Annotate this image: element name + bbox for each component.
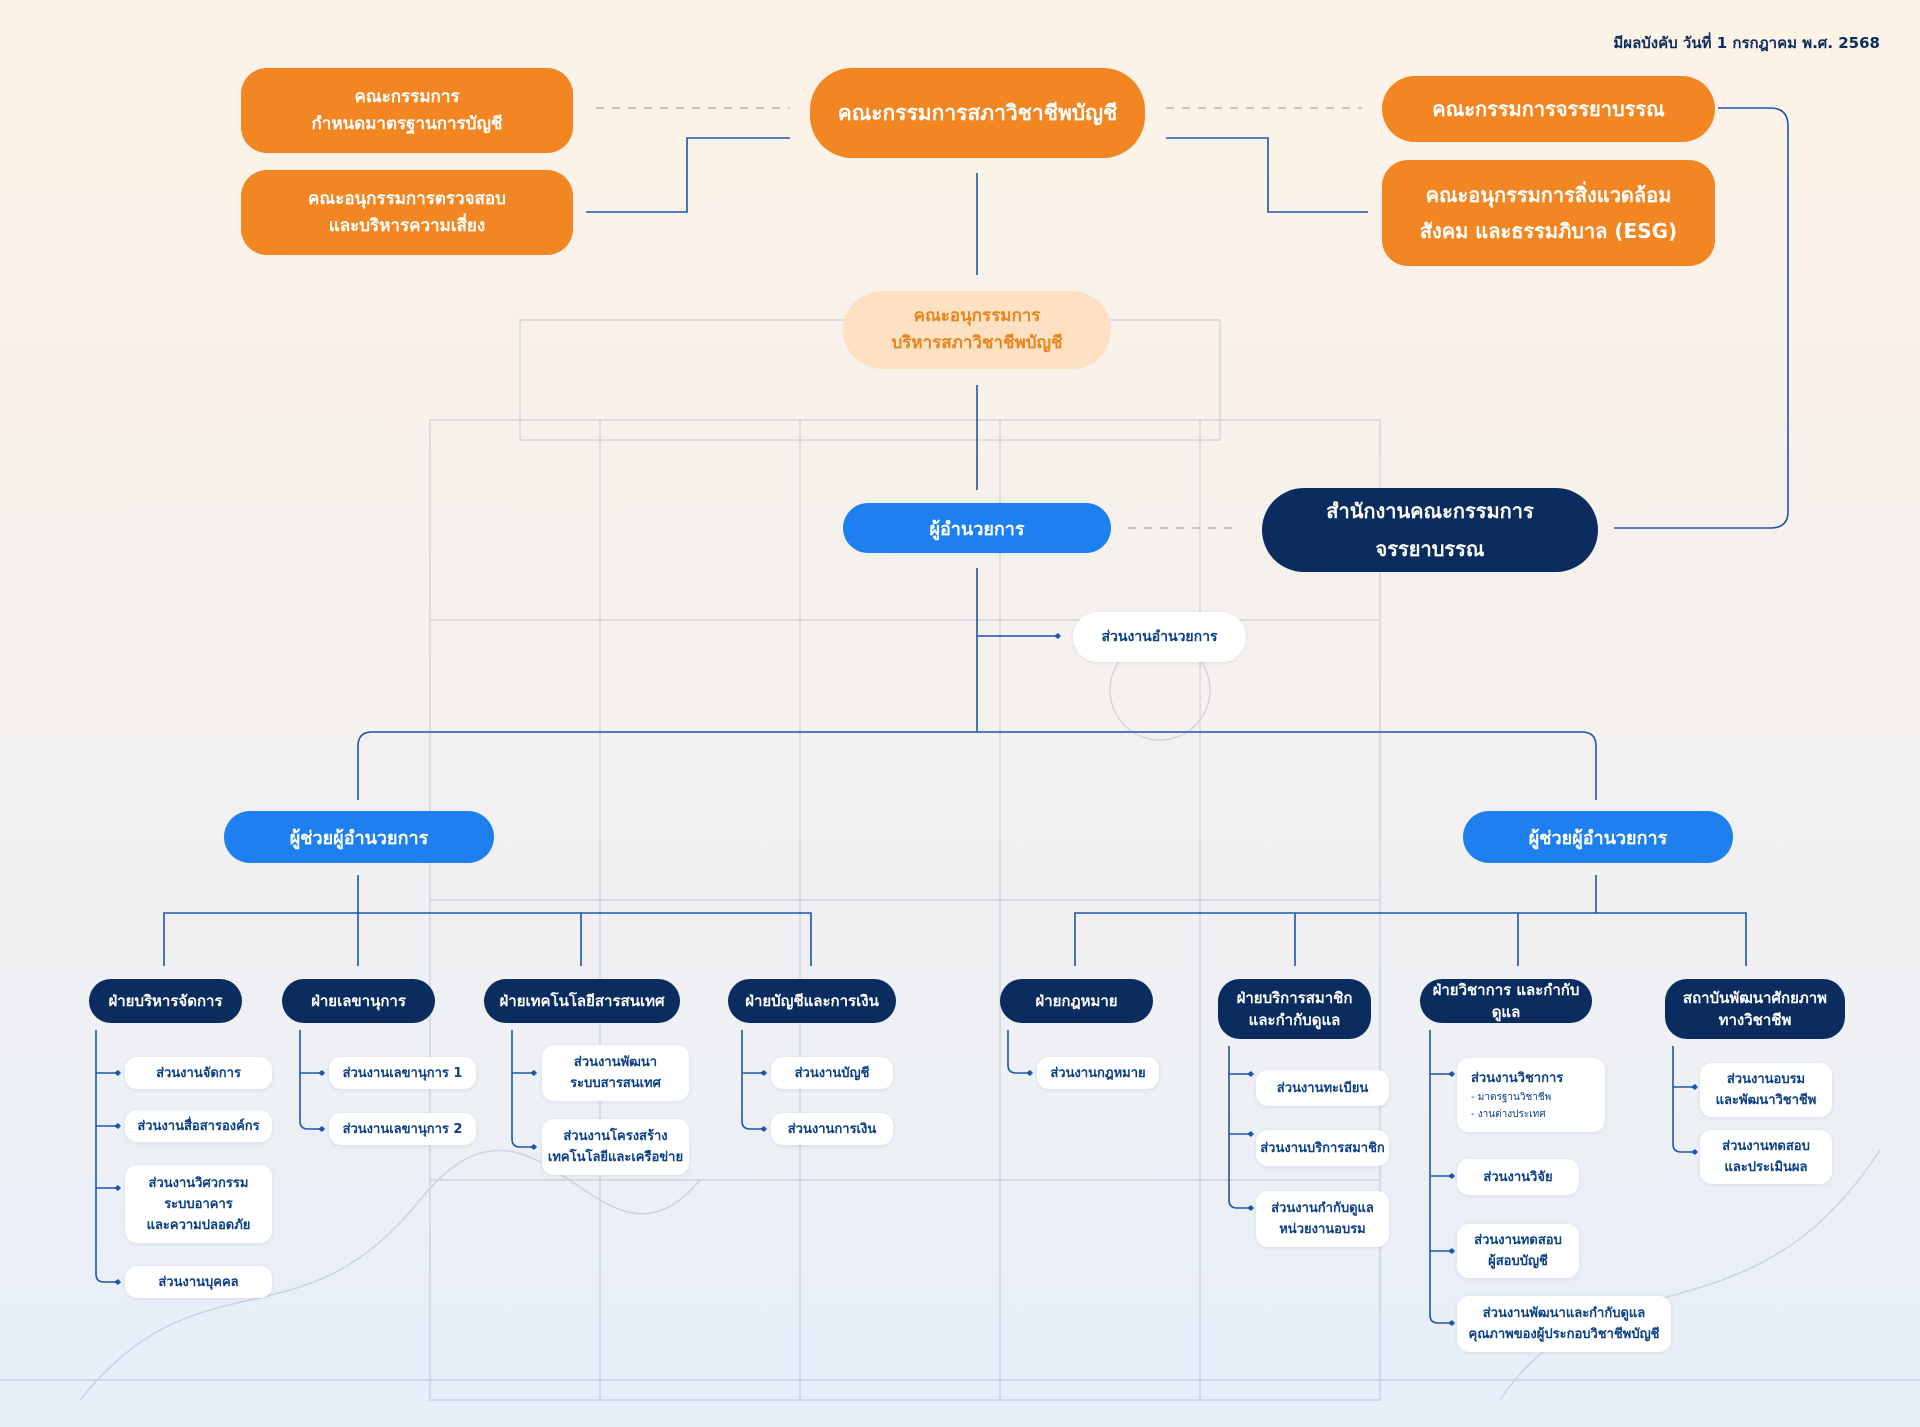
unit-management[interactable]: ส่วนงานจัดการ (125, 1057, 272, 1089)
connector-line-13 (1074, 912, 1747, 966)
connector-arrowhead (1054, 633, 1061, 639)
connector-line-0 (586, 137, 790, 213)
connector-arrowhead (1691, 1084, 1698, 1090)
dept-academic[interactable]: ฝ่ายวิชาการ และกำกับดูแล (1420, 979, 1592, 1023)
connector-arrowhead (760, 1070, 767, 1076)
connector-line-20 (299, 1030, 320, 1130)
connector-arrowhead (114, 1279, 121, 1285)
unit-accounting[interactable]: ส่วนงานบัญชี (771, 1057, 893, 1089)
assistant-director-left[interactable]: ผู้ช่วยผู้อำนวยการ (224, 811, 494, 863)
unit-human-resources[interactable]: ส่วนงานบุคคล (125, 1266, 272, 1298)
dept-professional-development-institute[interactable]: สถาบันพัฒนาศักยภาพ ทางวิชาชีพ (1665, 979, 1845, 1039)
connector-arrowhead (530, 1070, 537, 1076)
unit-academic-label: ส่วนงานวิชาการ (1471, 1070, 1564, 1086)
unit-auditor-examination[interactable]: ส่วนงานทดสอบ ผู้สอบบัญชี (1457, 1224, 1579, 1278)
dept-secretariat[interactable]: ฝ่ายเลขานุการ (282, 979, 435, 1023)
connector-line-2 (1614, 107, 1789, 529)
unit-training-development[interactable]: ส่วนงานอบรม และพัฒนาวิชาชีพ (1700, 1063, 1832, 1117)
connector-line-1 (1166, 137, 1368, 213)
connector-line-16 (95, 1030, 116, 1283)
connector-line-7 (357, 731, 1597, 800)
connector-arrowhead (1247, 1071, 1254, 1077)
connector-line-24 (741, 1030, 762, 1130)
connector-line-30 (1429, 1030, 1450, 1324)
unit-registration[interactable]: ส่วนงานทะเบียน (1256, 1070, 1389, 1106)
unit-building-engineering-safety[interactable]: ส่วนงานวิศวกรรม ระบบอาคาร และความปลอดภัย (125, 1165, 272, 1243)
connector-arrowhead (1448, 1071, 1455, 1077)
dept-legal[interactable]: ฝ่ายกฎหมาย (1000, 979, 1153, 1023)
dept-information-technology[interactable]: ฝ่ายเทคโนโลยีสารสนเทศ (484, 979, 680, 1023)
unit-member-services[interactable]: ส่วนงานบริการสมาชิก (1256, 1130, 1389, 1166)
connector-line-26 (1007, 1030, 1028, 1074)
connector-arrowhead (1448, 1248, 1455, 1254)
committee-management[interactable]: คณะอนุกรรมการ บริหารสภาวิชาชีพบัญชี (843, 291, 1111, 369)
connector-line-34 (1672, 1046, 1693, 1153)
unit-information-systems-development[interactable]: ส่วนงานพัฒนา ระบบสารสนเทศ (542, 1045, 689, 1101)
connector-line-27 (1228, 1046, 1249, 1209)
unit-professional-quality-supervision[interactable]: ส่วนงานพัฒนาและกำกับดูแล คุณภาพของผู้ประ… (1457, 1296, 1671, 1352)
connector-arrowhead (114, 1123, 121, 1129)
connector-arrowhead (318, 1126, 325, 1132)
connector-arrowhead (530, 1144, 537, 1150)
committee-audit-risk[interactable]: คณะอนุกรรมการตรวจสอบ และบริหารความเสี่ยง (241, 170, 573, 255)
unit-secretariat-2[interactable]: ส่วนงานเลขานุการ 2 (329, 1113, 476, 1145)
unit-corporate-communication[interactable]: ส่วนงานสื่อสารองค์กร (125, 1110, 272, 1142)
unit-legal[interactable]: ส่วนงานกฎหมาย (1037, 1057, 1159, 1089)
unit-academic[interactable]: ส่วนงานวิชาการ - มาตรฐานวิชาชีพ - งานต่า… (1457, 1058, 1605, 1132)
committee-esg[interactable]: คณะอนุกรรมการสิ่งแวดล้อม สังคม และธรรมภิ… (1382, 160, 1715, 266)
dept-member-services[interactable]: ฝ่ายบริการสมาชิก และกำกับดูแล (1218, 979, 1371, 1039)
committee-ethics[interactable]: คณะกรรมการจรรยาบรรณ (1382, 76, 1715, 142)
connector-arrowhead (1247, 1205, 1254, 1211)
connector-arrowhead (1691, 1149, 1698, 1155)
dept-admin-management[interactable]: ฝ่ายบริหารจัดการ (89, 979, 242, 1023)
committee-council[interactable]: คณะกรรมการสภาวิชาชีพบัญชี (810, 68, 1145, 158)
dept-accounting-finance[interactable]: ฝ่ายบัญชีและการเงิน (728, 979, 896, 1023)
unit-academic-subitem-standards: - มาตรฐานวิชาชีพ (1471, 1091, 1552, 1103)
connector-line-22 (511, 1030, 532, 1148)
ethics-office-box[interactable]: สำนักงานคณะกรรมการ จรรยาบรรณ (1262, 488, 1598, 572)
committee-standards[interactable]: คณะกรรมการ กำหนดมาตรฐานการบัญชี (241, 68, 573, 153)
connector-arrowhead (114, 1070, 121, 1076)
unit-academic-subitem-international: - งานต่างประเทศ (1471, 1108, 1546, 1120)
director-unit[interactable]: ส่วนงานอำนวยการ (1073, 612, 1246, 662)
connector-arrowhead (1448, 1173, 1455, 1179)
connector-arrowhead (1026, 1070, 1033, 1076)
unit-training-provider-supervision[interactable]: ส่วนงานกำกับดูแล หน่วยงานอบรม (1256, 1191, 1389, 1247)
director-box[interactable]: ผู้อำนวยการ (843, 503, 1111, 553)
connector-arrowhead (114, 1185, 121, 1191)
effective-date: มีผลบังคับ วันที่ 1 กรกฎาคม พ.ศ. 2568 (1613, 34, 1880, 52)
connector-arrowhead (318, 1070, 325, 1076)
assistant-director-right[interactable]: ผู้ช่วยผู้อำนวยการ (1463, 811, 1733, 863)
connector-arrowhead (1247, 1131, 1254, 1137)
unit-finance[interactable]: ส่วนงานการเงิน (771, 1113, 893, 1145)
unit-secretariat-1[interactable]: ส่วนงานเลขานุการ 1 (329, 1057, 476, 1089)
unit-testing-evaluation[interactable]: ส่วนงานทดสอบ และประเมินผล (1700, 1130, 1832, 1184)
connector-arrowhead (760, 1126, 767, 1132)
unit-research[interactable]: ส่วนงานวิจัย (1457, 1159, 1579, 1195)
connector-arrowhead (1448, 1320, 1455, 1326)
unit-technology-infrastructure-network[interactable]: ส่วนงานโครงสร้าง เทคโนโลยีและเครือข่าย (542, 1119, 689, 1175)
connector-line-9 (163, 912, 812, 966)
